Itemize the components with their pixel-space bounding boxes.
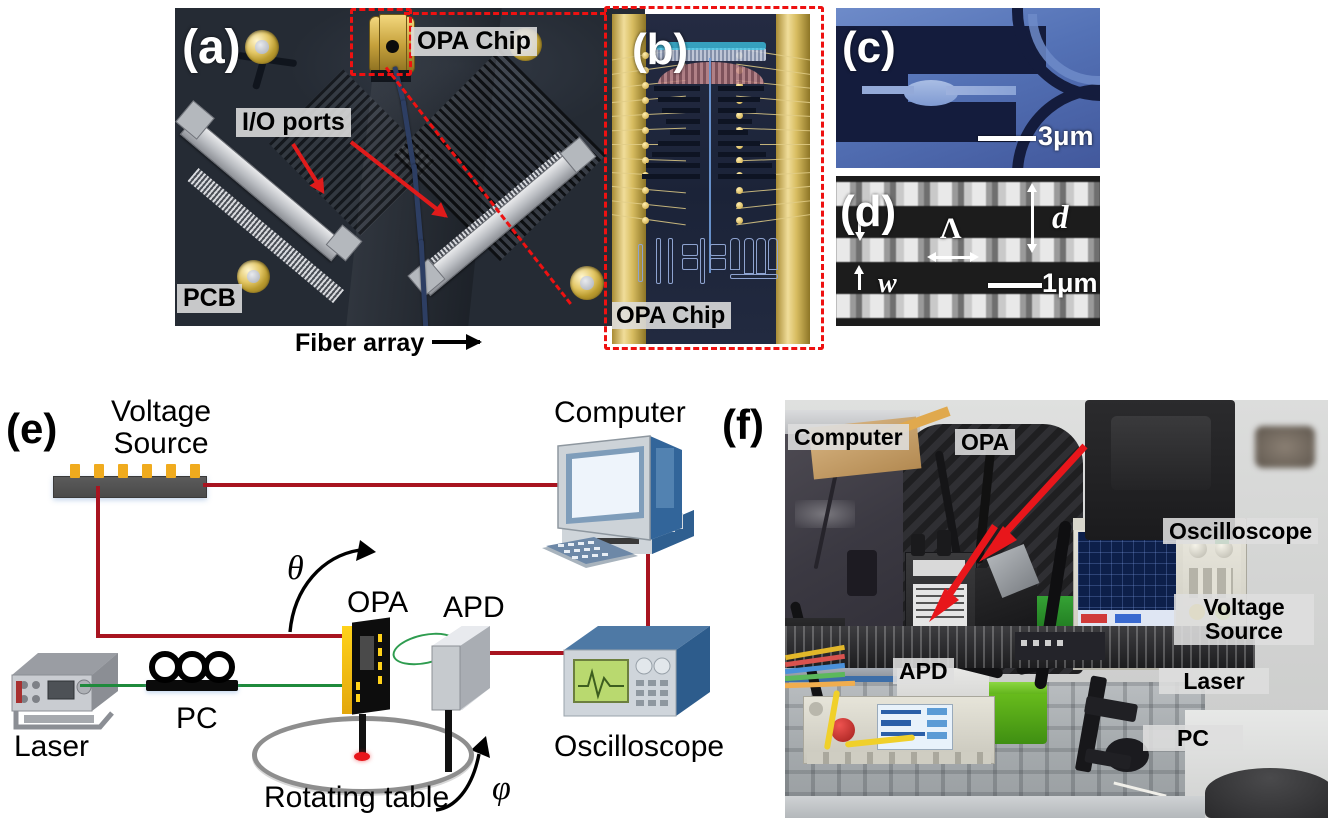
label-oscilloscope-f: Oscilloscope [1163, 518, 1319, 545]
label-io-ports: I/O ports [236, 108, 351, 137]
symbol-d: d [1052, 200, 1069, 236]
scalebar-label-1um: 1μm [1042, 268, 1098, 298]
dimension-arrow-w [854, 265, 864, 290]
oscilloscope-icon-e [563, 626, 710, 717]
callout-box-panel-b [604, 6, 824, 350]
callout-box-chip-on-pcb [350, 8, 412, 76]
symbol-w: w [878, 268, 897, 299]
wire-vsrc-to-opa [96, 634, 354, 638]
label-computer-e: Computer [554, 396, 686, 429]
callout-line-top [404, 12, 606, 15]
fiber-laser-to-pc [80, 684, 148, 687]
panel-letter-e: (e) [6, 405, 58, 452]
panel-f-lab-photo: Computer OPA Oscilloscope Voltage Source… [785, 400, 1328, 818]
pc-loops-icon [149, 651, 235, 683]
polarization-controller-e [146, 680, 238, 691]
computer-icon-e [542, 435, 694, 568]
symbol-phi-e: φ [492, 770, 511, 807]
voltage-source-device-e [53, 476, 207, 498]
wire-apd-to-scope [458, 651, 588, 655]
rotation-center-marker-e [354, 752, 370, 761]
symbol-theta-e: θ [287, 550, 304, 587]
label-opa-f: OPA [955, 429, 1016, 456]
label-opa-e: OPA [347, 586, 409, 619]
label-pc-f: PC [1143, 725, 1243, 752]
arrow-apd-f [929, 524, 998, 622]
label-laser-f: Laser [1159, 668, 1269, 695]
scalebar-1um [988, 283, 1042, 288]
scalebar-label-3um: 3μm [1038, 121, 1094, 151]
opa-device-e [342, 617, 394, 718]
phi-arc-arrow-icon [435, 736, 490, 812]
wire-vsrc-down [96, 486, 100, 638]
panel-e-schematic: (e) Voltage Source Computer OPA APD Osci… [0, 388, 730, 835]
apd-device-e [431, 626, 490, 711]
label-pcb: PCB [177, 284, 242, 313]
arrow-opa-f [979, 443, 1088, 562]
panel-d-grating-sem: d Λ w 1μm [836, 176, 1100, 326]
theta-arc-arrow-icon [288, 540, 376, 633]
wire-vsrc-to-computer [203, 483, 573, 487]
apd-post-e [445, 710, 452, 772]
label-fiber-array: Fiber array [295, 329, 425, 357]
scalebar-3um [978, 136, 1036, 141]
label-opa-chip-b: OPA Chip [612, 302, 732, 330]
panel-letter-a: (a) [182, 21, 241, 74]
label-apd-e: APD [443, 591, 505, 624]
label-pc-e: PC [176, 702, 218, 735]
opa-post-e [359, 714, 366, 756]
fiber-pc-to-opa [236, 684, 358, 687]
label-voltage-source-e: Voltage Source [110, 395, 212, 460]
label-oscilloscope-e: Oscilloscope [554, 730, 725, 763]
label-apd-f: APD [893, 658, 954, 685]
dimension-arrow-lambda [927, 252, 979, 262]
dimension-arrow-d [1027, 183, 1037, 253]
symbol-lambda: Λ [940, 212, 962, 245]
panel-letter-d: (d) [840, 187, 897, 236]
wire-scope-to-computer [646, 513, 650, 663]
panel-b-chip-photo: OPA Chip [612, 14, 810, 344]
panel-c-waveguide-sem: 3μm [836, 8, 1100, 168]
label-opa-chip-a: OPA Chip [411, 27, 537, 56]
panel-letter-c: (c) [842, 23, 896, 72]
label-computer-f: Computer [788, 424, 909, 451]
panel-letter-f: (f) [722, 401, 764, 448]
label-laser-e: Laser [14, 730, 90, 763]
label-rotating-table-e: Rotating table [264, 781, 450, 814]
laser-icon-e [11, 653, 118, 730]
panel-letter-b: (b) [632, 25, 689, 74]
label-voltage-source-f: Voltage Source [1174, 594, 1314, 645]
arrow-fiber-array [432, 334, 482, 350]
